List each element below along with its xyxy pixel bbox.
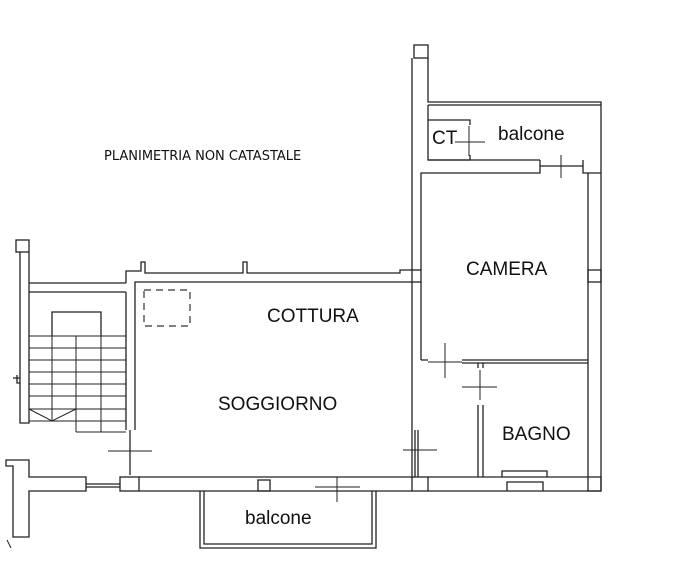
room-label-bagno: BAGNO xyxy=(502,424,571,445)
plan-title: PLANIMETRIA NON CATASTALE xyxy=(104,149,302,164)
balcony-bottom xyxy=(199,491,377,549)
room-label-balcone-bottom: balcone xyxy=(245,508,312,529)
right-block-walls xyxy=(403,44,602,491)
room-label-soggiorno: SOGGIORNO xyxy=(218,394,338,415)
room-label-balcone-top: balcone xyxy=(498,124,565,145)
room-label-cottura: COTTURA xyxy=(267,306,359,327)
stair-steps xyxy=(28,335,126,433)
stairwell xyxy=(13,239,126,433)
room-label-ct: CT xyxy=(432,128,458,149)
room-label-camera: CAMERA xyxy=(466,259,548,280)
bottom-wall xyxy=(5,459,602,549)
soggiorno-walls xyxy=(108,261,412,475)
